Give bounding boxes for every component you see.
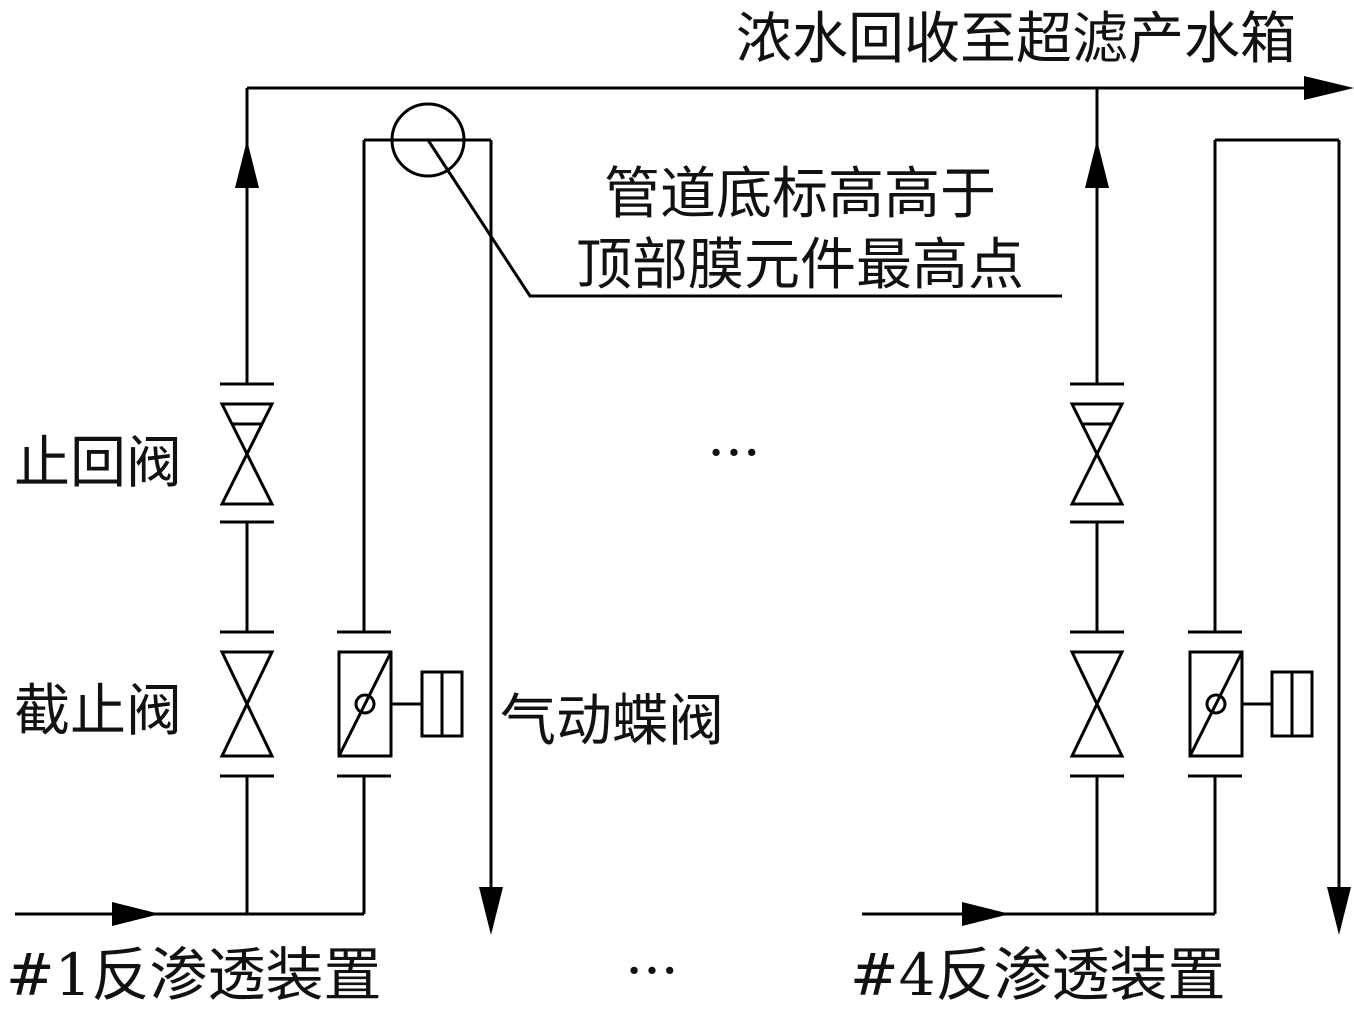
unit-1-check-valve bbox=[219, 382, 275, 524]
unit-1-label: #1反渗透装置 bbox=[6, 941, 382, 1009]
pneumatic-butterfly-valve-label: 气动蝶阀 bbox=[500, 689, 724, 754]
unit-4-stop-valve bbox=[1069, 630, 1125, 778]
header-flow-arrow bbox=[1304, 76, 1354, 100]
unit-1-inlet-arrow bbox=[112, 902, 160, 926]
unit-4-inlet-arrow bbox=[962, 902, 1010, 926]
check-valve-label: 止回阀 bbox=[14, 431, 182, 496]
unit-4-label: #4反渗透装置 bbox=[850, 941, 1226, 1009]
unit-4-check-valve bbox=[1069, 382, 1125, 524]
recovery-header-pipe bbox=[247, 76, 1354, 100]
unit-1-piping bbox=[15, 88, 1062, 935]
high-point-marker bbox=[390, 102, 466, 178]
unit-4-drain-arrow bbox=[1327, 887, 1351, 935]
ellipsis-bottom: ··· bbox=[625, 939, 678, 1004]
pipe-elevation-note-line-1: 管道底标高高于 bbox=[604, 162, 996, 227]
unit-1-pneumatic-butterfly-valve bbox=[337, 630, 464, 778]
unit-4-upflow-arrow bbox=[1085, 140, 1109, 188]
unit-4-piping bbox=[862, 88, 1351, 935]
header-destination-label: 浓水回收至超滤产水箱 bbox=[736, 7, 1296, 72]
pipe-elevation-note-line-2: 顶部膜元件最高点 bbox=[576, 233, 1024, 298]
unit-4-pneumatic-butterfly-valve bbox=[1188, 630, 1314, 778]
stop-valve-label: 截止阀 bbox=[14, 679, 182, 744]
unit-1-upflow-arrow bbox=[235, 140, 259, 188]
high-point-leader-line bbox=[426, 139, 1062, 298]
unit-1-stop-valve bbox=[219, 630, 275, 778]
unit-1-drain-arrow bbox=[479, 887, 503, 935]
ellipsis-middle: ··· bbox=[707, 421, 760, 486]
